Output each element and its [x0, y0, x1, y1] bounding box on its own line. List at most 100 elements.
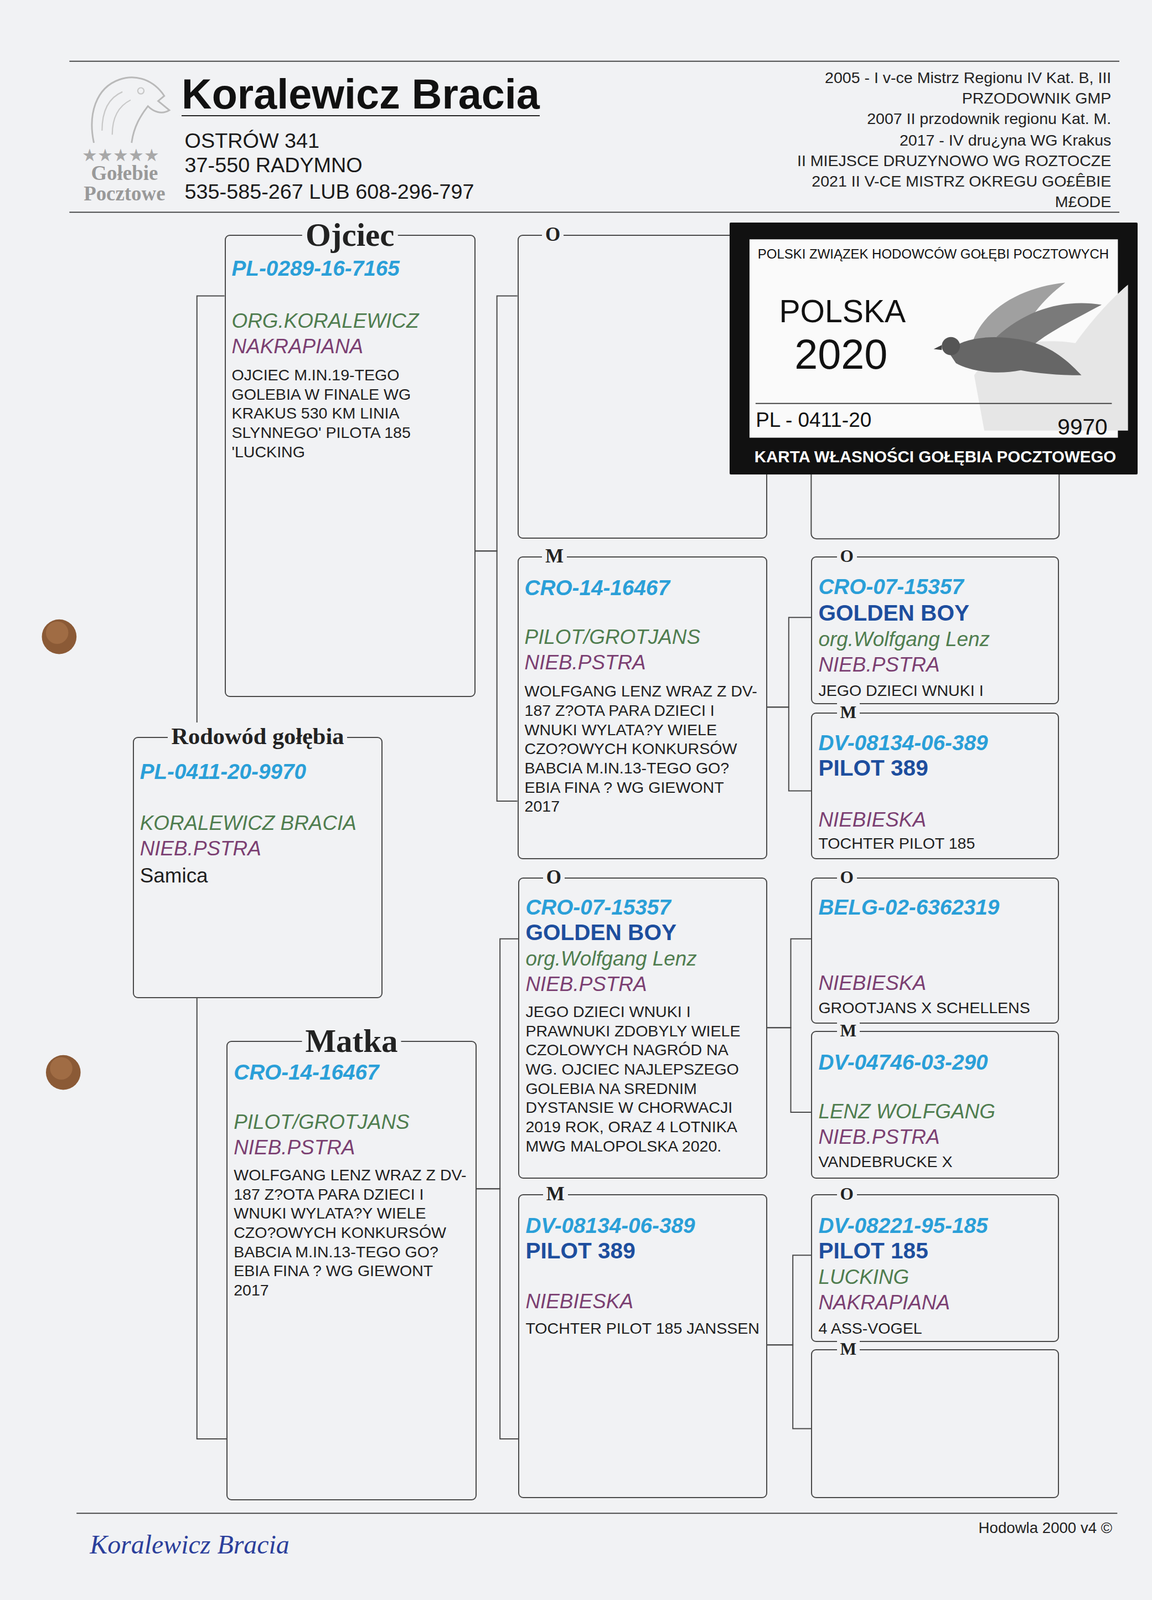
- breeder: LENZ WOLFGANG: [818, 1098, 1053, 1125]
- pedigree-connector: [475, 550, 518, 802]
- box-heading: O: [837, 1183, 857, 1205]
- ring-number: BELG-02-6362319: [818, 895, 1053, 920]
- box-heading: O: [837, 545, 857, 567]
- header-rule: [69, 211, 1120, 213]
- eagle-logo: [101, 88, 144, 136]
- software-credit: Hodowla 2000 v4 ©: [978, 1518, 1113, 1537]
- ring-number: PL-0411-20-9970: [140, 759, 377, 784]
- pedigree-box: MDV-04746-03-290LENZ WOLFGANGNIEB.PSTRAV…: [810, 1030, 1059, 1179]
- note: TOCHTER PILOT 185 JANSSEN: [525, 1318, 761, 1339]
- box-content: DV-04746-03-290LENZ WOLFGANGNIEB.PSTRAVA…: [812, 1031, 1058, 1172]
- box-heading: M: [541, 544, 567, 568]
- sex: Samica: [140, 863, 377, 889]
- note: JEGO DZIECI WNUKI I PRAWNUKI ZDOBYLY WIE…: [525, 1001, 761, 1156]
- note: JEGO DZIECI WNUKI I: [818, 680, 1053, 701]
- box-content: PL-0289-16-7165ORG.KORALEWICZNAKRAPIANAO…: [225, 235, 475, 462]
- pigeon-name: PILOT 389: [525, 1237, 761, 1265]
- pedigree-connector: [767, 1027, 811, 1113]
- box-heading: M: [837, 1020, 861, 1042]
- pedigree-connector: [767, 938, 811, 1028]
- box-heading: M: [543, 1182, 568, 1206]
- ring-number: CRO-14-16467: [524, 575, 762, 601]
- pedigree-connector: [767, 1344, 811, 1429]
- pedigree-connector: [476, 1188, 519, 1439]
- feather-colour: NIEB.PSTRA: [140, 835, 377, 862]
- logo-text: Pocztowe: [83, 181, 165, 206]
- box-heading: Matka: [301, 1021, 401, 1061]
- ring-number: CRO-07-15357: [525, 895, 761, 920]
- logo-text: Gołebie: [90, 161, 158, 186]
- pedigree-connector: [767, 617, 811, 707]
- breeder: org.Wolfgang Lenz: [818, 626, 1053, 653]
- ring-number: DV-08134-06-389: [818, 730, 1053, 756]
- punch-hole: [49, 1056, 73, 1080]
- header-rule: [69, 60, 1120, 63]
- card-number: 9970: [1057, 414, 1108, 441]
- pedigree-connector: [767, 706, 811, 791]
- phone: 535-585-267 LUB 608-296-797: [184, 179, 475, 205]
- pedigree-box: OCRO-07-15357GOLDEN BOYorg.Wolfgang Lenz…: [810, 556, 1059, 705]
- feather-colour: NAKRAPIANA: [231, 333, 470, 360]
- pedigree-box: M: [810, 1349, 1059, 1498]
- feather-colour: NIEB.PSTRA: [524, 649, 762, 676]
- box-heading: O: [541, 223, 564, 247]
- address: 37-550 RADYMNO: [184, 152, 363, 178]
- box-content: CRO-07-15357GOLDEN BOYorg.Wolfgang LenzN…: [812, 557, 1058, 701]
- breeder: PILOT/GROTJANS: [233, 1109, 470, 1135]
- pedigree-connector: [197, 998, 227, 1439]
- box-content: DV-08221-95-185PILOT 185LUCKINGNAKRAPIAN…: [812, 1195, 1058, 1339]
- achievement: M£ODE: [1055, 192, 1112, 211]
- footer-rule: [76, 1512, 1118, 1514]
- ring-number: DV-04746-03-290: [818, 1050, 1053, 1075]
- feather-colour: NIEB.PSTRA: [818, 1124, 1053, 1150]
- feather-colour: NIEB.PSTRA: [818, 652, 1053, 678]
- box-heading: O: [837, 866, 857, 888]
- card-country: POLSKA: [779, 293, 907, 330]
- note: 4 ASS-VOGEL: [818, 1318, 1053, 1339]
- ring-number: CRO-07-15357: [818, 574, 1053, 599]
- box-content: PL-0411-20-9970KORALEWICZ BRACIANIEB.PST…: [133, 737, 382, 890]
- ring-number: CRO-14-16467: [233, 1060, 470, 1085]
- feather-colour: NIEB.PSTRA: [525, 971, 761, 997]
- box-heading: O: [543, 865, 565, 890]
- note: OJCIEC M.IN.19-TEGO GOLEBIA W FINALE WG …: [231, 365, 470, 462]
- pigeon-box: Rodowód gołębiaPL-0411-20-9970KORALEWICZ…: [132, 736, 384, 999]
- feather-colour: NIEBIESKA: [818, 807, 1053, 833]
- box-heading: M: [837, 1338, 861, 1360]
- pedigree-box: MatkaCRO-14-16467PILOT/GROTJANSNIEB.PSTR…: [226, 1040, 477, 1500]
- punch-hole: [45, 621, 69, 644]
- pedigree-connector: [476, 938, 519, 1190]
- pedigree-box: OCRO-07-15357GOLDEN BOYorg.Wolfgang Lenz…: [518, 877, 768, 1179]
- pedigree-box: MCRO-14-16467PILOT/GROTJANSNIEB.PSTRAWOL…: [517, 556, 768, 860]
- pigeon-name: GOLDEN BOY: [818, 600, 1053, 627]
- card-ring: PL - 0411-20: [755, 408, 872, 432]
- eagle-logo: [91, 77, 170, 143]
- ring-number: DV-08134-06-389: [525, 1213, 761, 1238]
- achievement: 2007 II przodownik regionu Kat. M.: [866, 109, 1112, 128]
- pigeon-name: PILOT 389: [818, 755, 1053, 782]
- card-caption: KARTA WŁASNOŚCI GOŁĘBIA POCZTOWEGO: [754, 447, 1117, 467]
- box-content: CRO-07-15357GOLDEN BOYorg.Wolfgang LenzN…: [519, 878, 767, 1156]
- address: OSTRÓW 341: [184, 128, 320, 154]
- note: WOLFGANG LENZ WRAZ Z DV-187 Z?OTA PARA D…: [524, 681, 762, 816]
- pedigree-box: OBELG-02-6362319NIEBIESKAGROOTJANS X SCH…: [810, 877, 1059, 1024]
- achievement: PRZODOWNIK GMP: [962, 88, 1112, 108]
- feather-colour: NAKRAPIANA: [818, 1289, 1053, 1316]
- achievement: 2005 - I v-ce Mistrz Regionu IV Kat. B, …: [824, 68, 1112, 87]
- breeder: KORALEWICZ BRACIA: [140, 810, 377, 836]
- breeder: LUCKING: [818, 1264, 1053, 1290]
- signature: Koralewicz Bracia: [89, 1528, 290, 1561]
- pedigree-box: MDV-08134-06-389PILOT 389NIEBIESKATOCHTE…: [810, 712, 1059, 860]
- pedigree-connector: [475, 296, 518, 552]
- achievement: 2017 - IV dru¿yna WG Krakus: [899, 130, 1112, 150]
- pedigree-connector: [197, 296, 225, 737]
- page-title: Koralewicz Bracia: [181, 73, 540, 117]
- box-heading: Ojciec: [302, 215, 398, 255]
- pigeon-name: GOLDEN BOY: [525, 919, 761, 947]
- ownership-card: POLSKI ZWIĄZEK HODOWCÓW GOŁĘBI POCZTOWYC…: [729, 222, 1138, 475]
- pedigree-connector: [767, 1254, 811, 1345]
- feather-colour: NIEBIESKA: [818, 970, 1053, 996]
- achievement: 2021 II V-CE MISTRZ OKREGU GO£ÊBIE: [811, 171, 1112, 191]
- box-content: DV-08134-06-389PILOT 389NIEBIESKATOCHTER…: [812, 713, 1058, 854]
